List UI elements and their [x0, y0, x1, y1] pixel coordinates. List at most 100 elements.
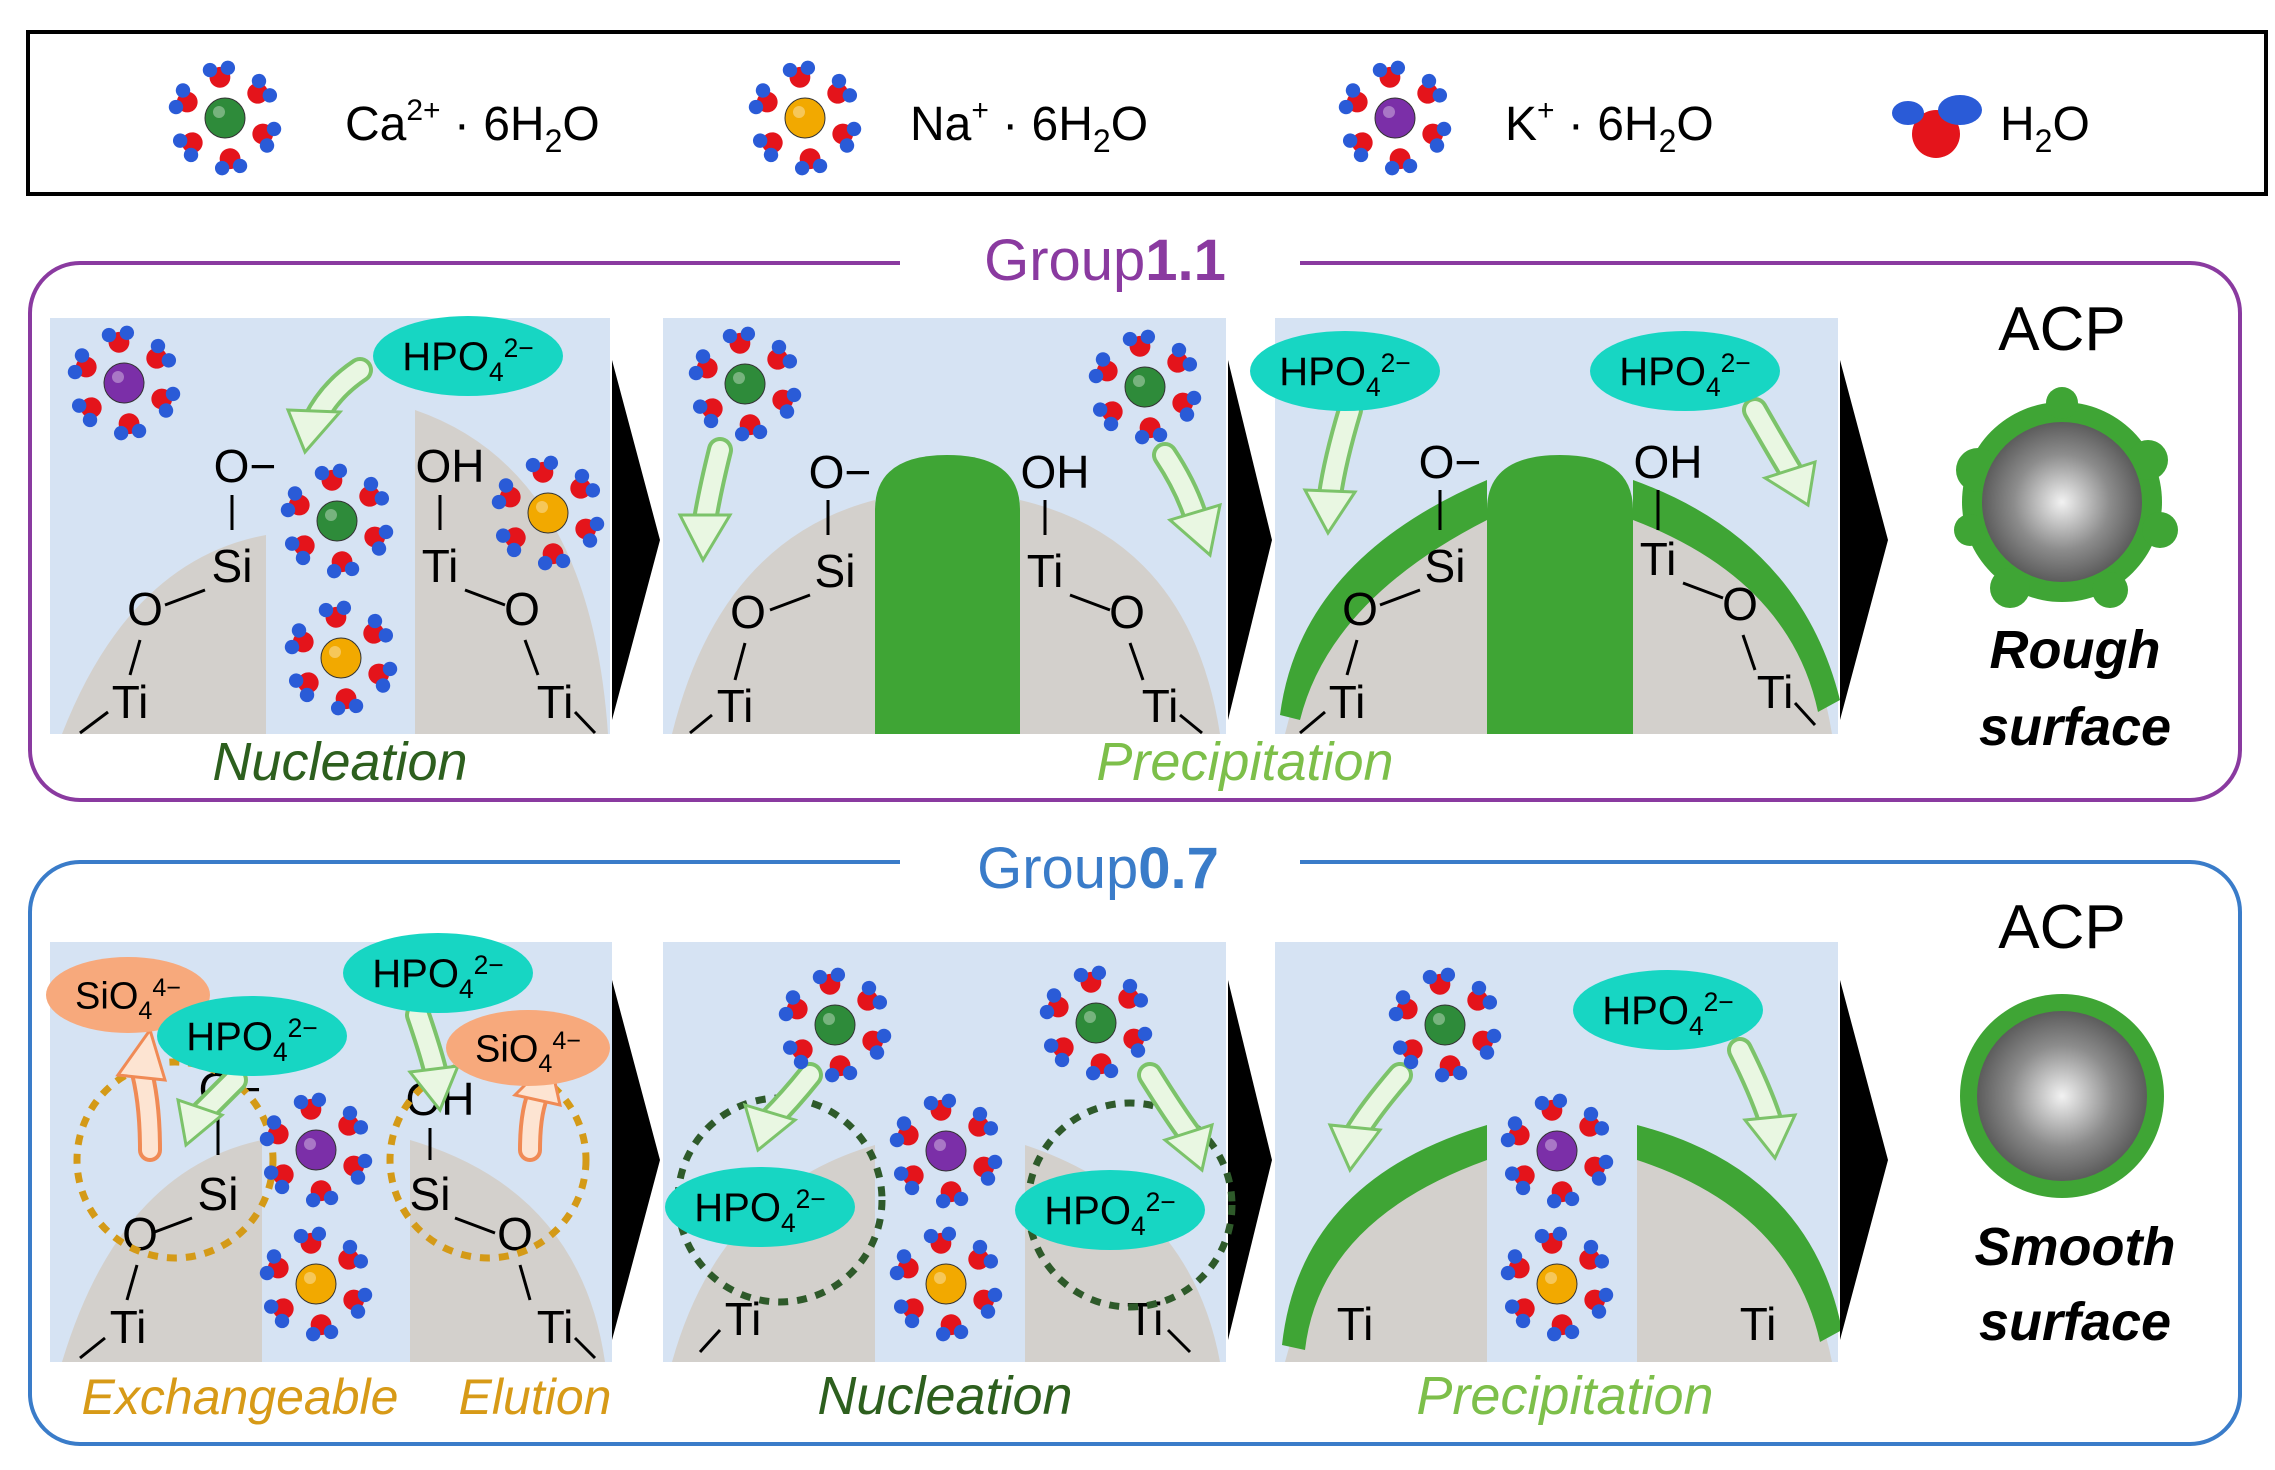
group2-surface-line2: surface [1979, 1292, 2171, 1352]
bond-line [151, 1216, 193, 1235]
bond-line [1299, 710, 1326, 735]
na-cluster [284, 600, 398, 716]
step-arrow [612, 980, 660, 1340]
hpo4-ion: HPO42− [1573, 970, 1763, 1050]
ti-label: Ti [1640, 533, 1677, 585]
legend-k-cluster [1338, 60, 1452, 176]
ca-cluster [1088, 329, 1202, 445]
si-label: Si [198, 1168, 239, 1220]
bond-line [518, 1264, 532, 1301]
ca-cluster [280, 463, 394, 579]
curved-arrow [115, 1026, 168, 1162]
ca-cluster [688, 326, 802, 442]
group2-stage-nucleation: Nucleation [817, 1366, 1072, 1426]
dotted-circle [73, 1058, 277, 1262]
bond-line [523, 639, 540, 676]
bond-line [164, 588, 206, 607]
ti-label: Ti [1757, 666, 1794, 718]
step-arrow [612, 360, 660, 720]
legend-ca-cluster [168, 60, 282, 176]
group1-surface-line2: surface [1979, 697, 2171, 757]
ti-label: Ti [1142, 680, 1179, 732]
hpo4-ion: HPO42− [373, 316, 563, 396]
curved-arrow [176, 1067, 248, 1148]
group1-stage-nucleation: Nucleation [212, 732, 467, 792]
hydrated-ion-cluster [1338, 60, 1452, 176]
bond-line [1793, 701, 1817, 727]
curved-arrow [1327, 1062, 1413, 1173]
smooth-particle [1960, 994, 2164, 1198]
film-layer-left [1282, 1125, 1487, 1350]
bond-line [1345, 639, 1359, 676]
group2-result-label: ACP [1998, 893, 2125, 962]
ti-label: Ti [725, 1293, 762, 1345]
group2-title: Group0.7 [977, 836, 1219, 901]
hpo4-label: HPO42− [1602, 987, 1733, 1041]
group2-stage-exchangeable: Exchangeable [82, 1369, 399, 1425]
hpo4-ion: HPO42− [665, 1167, 855, 1247]
ti-label: Ti [1027, 545, 1064, 597]
rough-particle [1954, 387, 2178, 608]
si-label: Si [1425, 540, 1466, 592]
o-label: O [1109, 586, 1145, 638]
sio4-label: SiO44− [475, 1027, 581, 1078]
bond-line [454, 1216, 496, 1235]
legend-na-cluster [748, 60, 862, 176]
hpo4-label: HPO42− [694, 1184, 825, 1238]
group1-title: Group1.1 [984, 228, 1226, 293]
group2-stage-precipitation: Precipitation [1416, 1366, 1713, 1426]
na-cluster [259, 1226, 373, 1342]
ti-label: Ti [1337, 1298, 1374, 1350]
na-cluster [1500, 1226, 1614, 1342]
legend-ca-label: Ca2+ · 6H2O [345, 94, 600, 159]
step-arrow [1840, 980, 1888, 1340]
oh-label: OH [416, 440, 485, 492]
sio4-label: SiO44− [75, 974, 181, 1025]
ion-ellipses: HPO42−HPO42−HPO42−SiO44−HPO42−HPO42−SiO4… [46, 316, 1780, 1250]
group2-surface-line1: Smooth [1975, 1217, 2176, 1277]
hpo4-ion: HPO42− [343, 933, 533, 1013]
ion-clusters [67, 325, 1614, 1342]
ti-label: Ti [112, 676, 149, 728]
film-column [875, 455, 1020, 734]
bond-line [1682, 581, 1724, 600]
film-column [1487, 455, 1633, 734]
curved-arrow [1727, 1037, 1798, 1161]
o-minus-label: O− [809, 446, 872, 498]
film-layer-right [1637, 1125, 1842, 1342]
hpo4-ion: HPO42− [1590, 331, 1780, 411]
o-minus-label: O− [214, 440, 277, 492]
bond-line [573, 1336, 597, 1360]
sio4-ion: SiO44− [46, 957, 210, 1033]
curved-arrow [677, 437, 733, 564]
si-label: Si [212, 540, 253, 592]
hpo4-label: HPO42− [1044, 1187, 1175, 1241]
oh-label: OH [1021, 446, 1090, 498]
bond-line [1741, 634, 1757, 671]
group1-stage-precipitation: Precipitation [1096, 732, 1393, 792]
ti-label: Ti [422, 540, 459, 592]
oh-label: OH [1634, 436, 1703, 488]
hydrated-ion-cluster [748, 60, 862, 176]
bond-line [128, 639, 142, 676]
bond-line [1069, 593, 1111, 612]
bond-line [573, 710, 597, 735]
ca-cluster [778, 967, 892, 1083]
bond-line [1166, 1328, 1192, 1354]
group2-stage-elution: Elution [459, 1369, 612, 1425]
o-label: O [122, 1208, 158, 1260]
curved-arrow [1742, 397, 1817, 508]
dotted-circle [1024, 1099, 1236, 1311]
hpo4-label: HPO42− [186, 1013, 317, 1067]
bond-line [79, 1336, 106, 1360]
k-cluster [889, 1093, 1003, 1209]
o-label: O [504, 583, 540, 635]
ti-label: Ti [1127, 1293, 1164, 1345]
bond-line [689, 713, 713, 735]
bond-line [698, 1328, 722, 1354]
hpo4-ion: HPO42− [1015, 1170, 1205, 1250]
bond-line [733, 642, 747, 681]
bond-lines [79, 490, 1817, 1360]
o-label: O [730, 586, 766, 638]
curved-arrow [1137, 1062, 1215, 1173]
